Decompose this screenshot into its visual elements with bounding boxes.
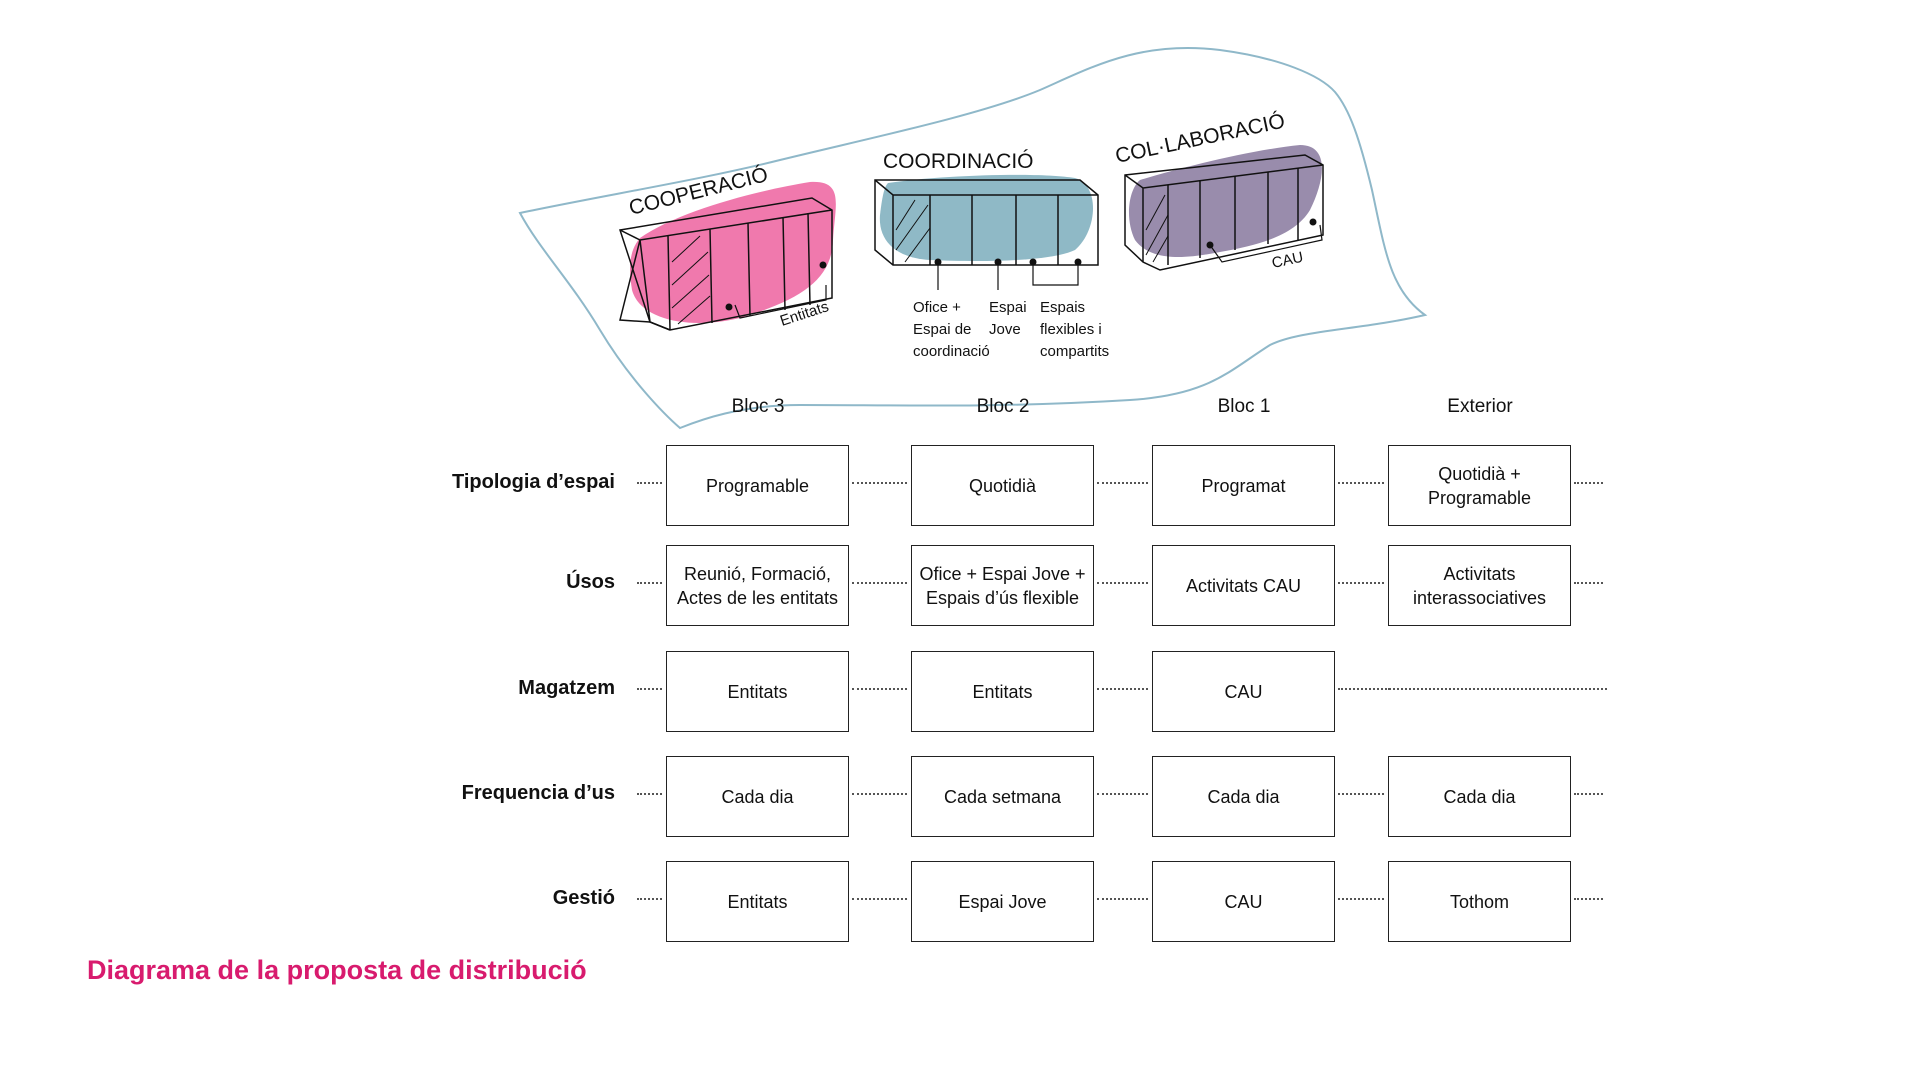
dotted-connector <box>1574 898 1603 900</box>
cell-tipologia-3: Quotidià + Programable <box>1388 445 1571 526</box>
dotted-connector <box>637 688 662 690</box>
cell-tipologia-0: Programable <box>666 445 849 526</box>
cell-magatzem-2: CAU <box>1152 651 1335 732</box>
row-label-frequencia: Frequencia d’us <box>461 782 615 804</box>
dotted-connector <box>852 482 907 484</box>
dotted-connector <box>1574 793 1603 795</box>
dotted-connector <box>1097 582 1148 584</box>
dotted-connector <box>1338 793 1384 795</box>
cell-frequencia-2: Cada dia <box>1152 756 1335 837</box>
dotted-connector <box>1097 688 1148 690</box>
dotted-connector <box>1097 482 1148 484</box>
cell-magatzem-1: Entitats <box>911 651 1094 732</box>
cell-gestio-1: Espai Jove <box>911 861 1094 942</box>
cell-magatzem-0: Entitats <box>666 651 849 732</box>
site-outline <box>518 46 1428 430</box>
row-label-magatzem: Magatzem <box>518 677 615 699</box>
dotted-connector <box>637 793 662 795</box>
dotted-connector <box>852 688 907 690</box>
row-label-gestio: Gestió <box>552 887 615 909</box>
collaboracio-blob <box>1128 145 1322 257</box>
cell-usos-1: Ofice + Espai Jove + Espais d’ús flexibl… <box>911 545 1094 626</box>
dotted-connector <box>1574 582 1603 584</box>
column-header-bloc-3: Bloc 3 <box>731 396 785 417</box>
dotted-connector <box>1338 898 1384 900</box>
dotted-connector <box>1097 793 1148 795</box>
dotted-connector <box>637 898 662 900</box>
cell-frequencia-0: Cada dia <box>666 756 849 837</box>
dotted-connector <box>637 582 662 584</box>
coordinacio-blob <box>879 174 1094 261</box>
cell-gestio-2: CAU <box>1152 861 1335 942</box>
collaboracio-block: COL·LABORACIÓ CAU <box>1113 109 1324 272</box>
dotted-connector <box>1574 482 1603 484</box>
column-header-bloc-1: Bloc 1 <box>1217 396 1271 417</box>
dotted-connector <box>1338 582 1384 584</box>
dotted-connector <box>852 898 907 900</box>
row-label-usos: Úsos <box>566 571 615 593</box>
column-header-bloc-2: Bloc 2 <box>976 396 1030 417</box>
cell-gestio-3: Tothom <box>1388 861 1571 942</box>
column-header-exterior: Exterior <box>1447 396 1513 417</box>
cell-tipologia-1: Quotidià <box>911 445 1094 526</box>
cell-frequencia-1: Cada setmana <box>911 756 1094 837</box>
dotted-connector <box>1097 898 1148 900</box>
cell-tipologia-2: Programat <box>1152 445 1335 526</box>
cell-frequencia-3: Cada dia <box>1388 756 1571 837</box>
cell-usos-2: Activitats CAU <box>1152 545 1335 626</box>
cell-usos-3: Activitats interassociatives <box>1388 545 1571 626</box>
dotted-connector <box>1338 482 1384 484</box>
dotted-connector <box>852 582 907 584</box>
dotted-connector <box>637 482 662 484</box>
cell-gestio-0: Entitats <box>666 861 849 942</box>
diagram-caption: Diagrama de la proposta de distribució <box>87 955 587 985</box>
cau-callout: CAU <box>1270 249 1305 272</box>
coordinacio-label: COORDINACIÓ <box>883 150 1034 173</box>
cooperacio-callout-dot <box>725 303 733 311</box>
row-label-tipologia: Tipologia d’espai <box>452 471 615 493</box>
dotted-connector <box>852 793 907 795</box>
dotted-connector <box>1338 688 1607 690</box>
cell-usos-0: Reunió, Formació, Actes de les entitats <box>666 545 849 626</box>
